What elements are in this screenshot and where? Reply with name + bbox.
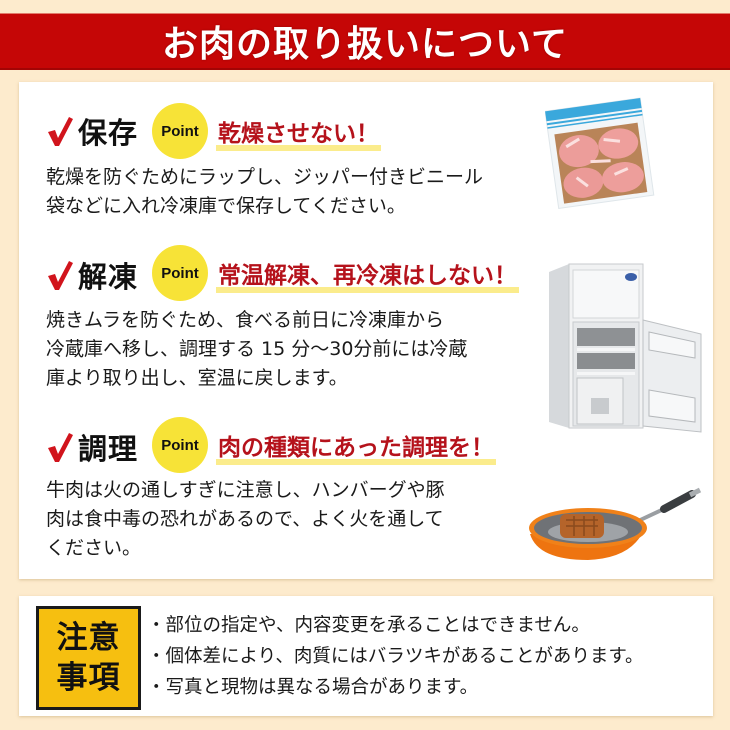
title-banner: お肉の取り扱いについて	[0, 13, 730, 70]
notice-card: 注意 事項 部位の指定や、内容変更を承ることはできません。 個体差により、肉質に…	[19, 596, 713, 716]
page-title: お肉の取り扱いについて	[162, 23, 568, 65]
section-subtitle: 肉の種類にあった調理を！	[216, 428, 496, 465]
body-line: 冷蔵庫へ移し、調理する 15 分～30分前には冷蔵	[46, 338, 468, 360]
caution-label-line: 事項	[56, 660, 121, 696]
notice-item: 個体差により、肉質にはバラツキがあることがあります。	[147, 641, 644, 672]
checkmark-icon	[48, 261, 73, 290]
caution-label-line: 注意	[56, 620, 121, 656]
body-line: 焼きムラを防ぐため、食べる前日に冷凍庫から	[46, 309, 445, 331]
body-line: 乾燥を防ぐためにラップし、ジッパー付きビニール	[46, 166, 484, 188]
section-body: 乾燥を防ぐためにラップし、ジッパー付きビニール 袋などに入れ冷凍庫で保存してくだ…	[46, 163, 483, 221]
body-line: 牛肉は火の通しすぎに注意し、ハンバーグや豚	[46, 479, 445, 501]
body-line: 袋などに入れ冷凍庫で保存してください。	[46, 195, 406, 217]
frying-pan-illustration	[529, 487, 702, 560]
zipper-bag-illustration	[545, 97, 655, 210]
refrigerator-illustration	[549, 263, 702, 433]
checkmark-icon	[48, 117, 73, 146]
notice-list: 部位の指定や、内容変更を承ることはできません。 個体差により、肉質にはバラツキが…	[147, 610, 644, 703]
section-heading: 調理	[78, 432, 139, 466]
point-badge: Point	[152, 417, 208, 473]
point-badge: Point	[152, 245, 208, 301]
section-heading: 保存	[78, 116, 139, 150]
body-line: 肉は食中毒の恐れがあるので、よく火を通して	[46, 508, 444, 530]
notice-item: 部位の指定や、内容変更を承ることはできません。	[147, 610, 644, 641]
section-body: 牛肉は火の通しすぎに注意し、ハンバーグや豚 肉は食中毒の恐れがあるので、よく火を…	[46, 476, 445, 563]
caution-label: 注意 事項	[36, 606, 141, 710]
notice-item: 写真と現物は異なる場合があります。	[147, 672, 644, 703]
section-heading: 解凍	[78, 260, 139, 294]
body-line: ください。	[46, 537, 142, 559]
checkmark-icon	[48, 433, 73, 462]
section-body: 焼きムラを防ぐため、食べる前日に冷凍庫から 冷蔵庫へ移し、調理する 15 分～3…	[46, 306, 467, 393]
handling-card: 保存 Point 乾燥させない！ 乾燥を防ぐためにラップし、ジッパー付きビニール…	[19, 82, 713, 579]
section-subtitle: 乾燥させない！	[216, 114, 381, 151]
point-badge: Point	[152, 103, 208, 159]
body-line: 庫より取り出し、室温に戻します。	[46, 367, 348, 389]
section-subtitle: 常温解凍、再冷凍はしない！	[216, 256, 519, 293]
